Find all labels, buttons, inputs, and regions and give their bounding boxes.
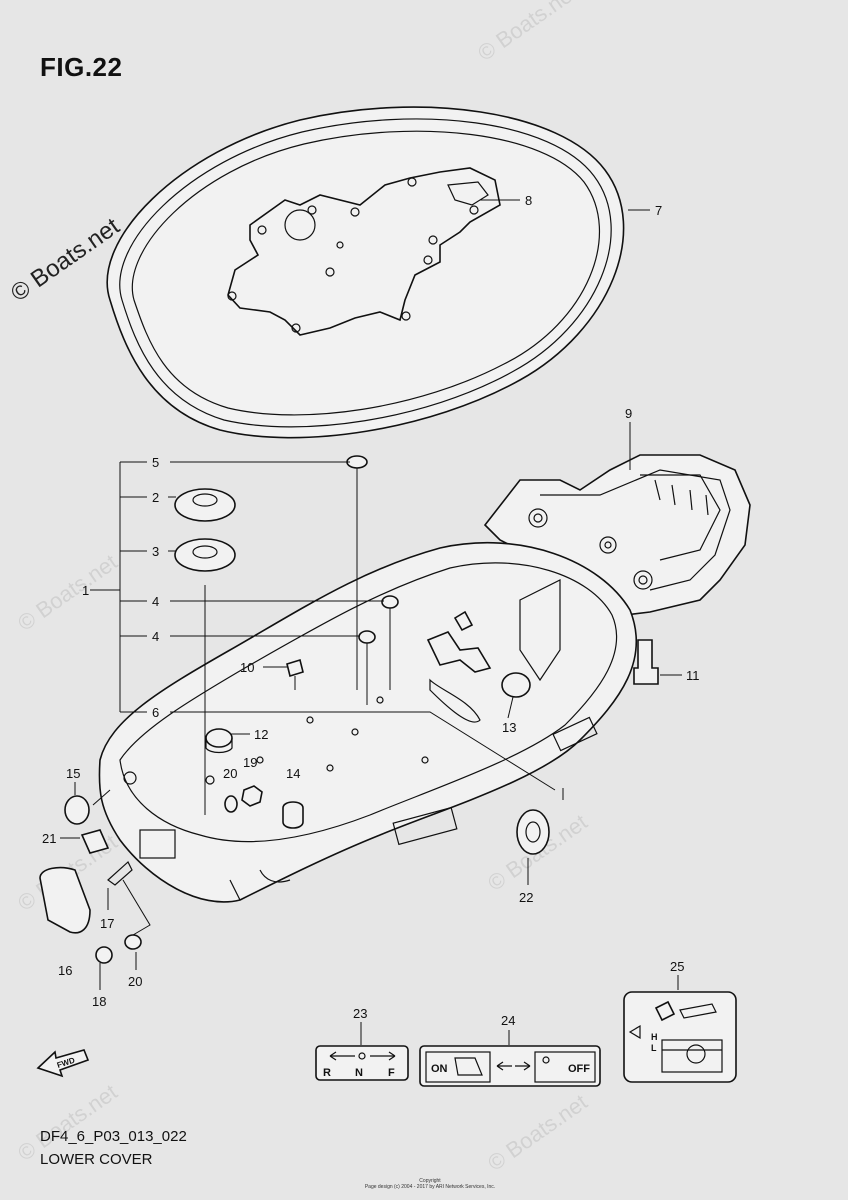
bracket-part-17 — [107, 861, 133, 886]
callout-5: 5 — [152, 455, 159, 470]
decal-on-text: ON — [431, 1063, 448, 1075]
grommet-part-22 — [516, 788, 564, 855]
bracket-part-13 — [426, 631, 531, 698]
leader-lines — [60, 199, 682, 1045]
callout-14: 14 — [286, 766, 300, 781]
figure-name: LOWER COVER — [40, 1151, 153, 1168]
callout-4: 4 — [152, 594, 159, 609]
callout-19: 19 — [243, 755, 257, 770]
callout-22: 22 — [519, 890, 533, 905]
clip-part-21 — [80, 829, 110, 854]
callout-23: 23 — [353, 1006, 367, 1021]
gauge-low-letter: L — [651, 1043, 657, 1053]
callout-8: 8 — [525, 193, 532, 208]
callout-16: 16 — [58, 963, 72, 978]
screw-part-18 — [95, 946, 113, 964]
gauge-high-letter: H — [651, 1032, 658, 1042]
decal-part-23: R N F — [315, 1045, 409, 1081]
grommet-part-3 — [174, 538, 236, 572]
shift-letter-r: R — [323, 1067, 331, 1079]
cap-part-12 — [205, 728, 233, 754]
callout-6: 6 — [152, 705, 159, 720]
callout-20: 20 — [223, 766, 237, 781]
decal-part-25: H L — [623, 991, 737, 1083]
callout-24: 24 — [501, 1013, 515, 1028]
grommet-part-15 — [64, 795, 90, 825]
callout-21: 21 — [42, 831, 56, 846]
shift-letter-n: N — [355, 1067, 363, 1079]
cover-part-16 — [39, 866, 91, 934]
decal-part-24: ON OFF — [419, 1045, 601, 1087]
cushion-part-14 — [282, 801, 304, 829]
callout-9: 9 — [625, 406, 632, 421]
callout-15: 15 — [66, 766, 80, 781]
callout-17: 17 — [100, 916, 114, 931]
figure-code: DF4_6_P03_013_022 — [40, 1128, 187, 1145]
grommet-part-2 — [174, 488, 236, 522]
plate-part-8 — [227, 167, 501, 336]
copyright-notice: Copyright Page design (c) 2004 - 2017 by… — [320, 1178, 540, 1190]
callout-10: 10 — [240, 660, 254, 675]
copyright-line-1: Copyright — [419, 1178, 441, 1184]
callout-25: 25 — [670, 959, 684, 974]
copyright-line-2: Page design (c) 2004 - 2017 by ARI Netwo… — [364, 1184, 496, 1190]
lower-cover-body — [98, 541, 638, 903]
callout-18: 18 — [92, 994, 106, 1009]
callout-13: 13 — [502, 720, 516, 735]
bolt-part-11 — [633, 639, 659, 685]
callout-4-second: 4 — [152, 629, 159, 644]
callout-20-second: 20 — [128, 974, 142, 989]
callout-1: 1 — [82, 583, 89, 598]
callout-2: 2 — [152, 490, 159, 505]
callout-12: 12 — [254, 727, 268, 742]
nut-part-19 — [241, 785, 263, 807]
bolt-part-top-bracket — [453, 610, 474, 632]
bolt-part-10 — [286, 658, 304, 690]
callout-11: 11 — [686, 668, 700, 683]
callout-7: 7 — [655, 203, 662, 218]
plug-part-4 — [358, 595, 399, 705]
callout-3: 3 — [152, 544, 159, 559]
callout-numbers: 1 2 3 4 4 5 6 7 8 9 10 11 12 13 14 15 16… — [42, 193, 700, 1028]
fwd-arrow: FWD — [36, 1049, 90, 1078]
decal-off-text: OFF — [568, 1063, 590, 1075]
figure-title: FIG.22 — [40, 52, 123, 82]
shift-letter-f: F — [388, 1067, 395, 1079]
